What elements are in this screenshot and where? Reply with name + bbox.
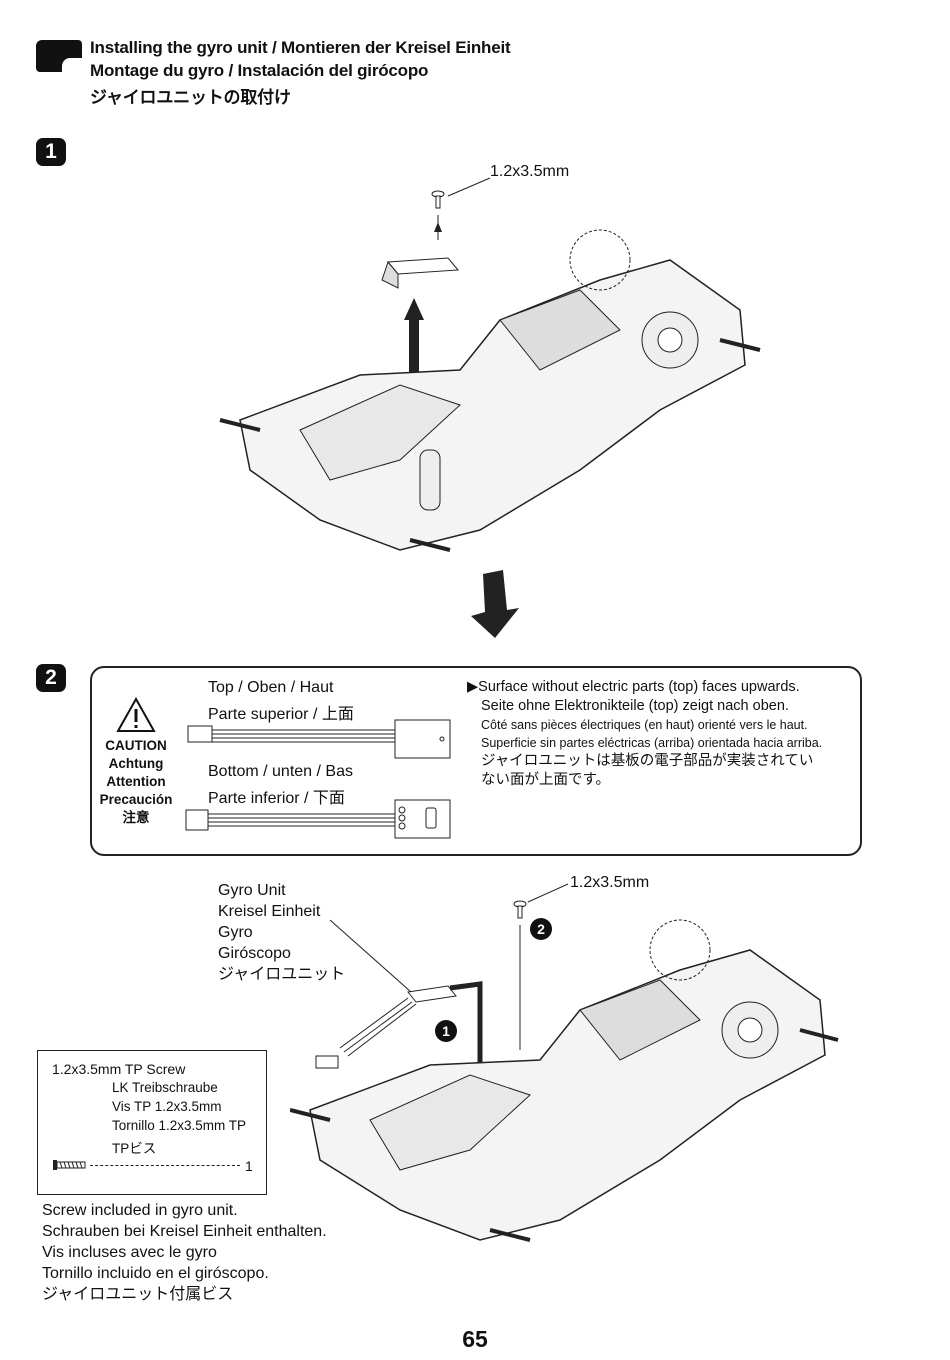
- page-number: 65: [462, 1326, 488, 1352]
- caution-label-en: CAUTION: [105, 738, 167, 753]
- top-label-es-jp: Parte superior / 上面: [208, 706, 354, 723]
- note-es: Superficie sin partes eléctricas (arriba…: [481, 736, 823, 750]
- section-tab-icon: [36, 40, 82, 74]
- note-jp-2: ない面が上面です。: [481, 772, 611, 788]
- gyro-unit-labels: Gyro Unit Kreisel Einheit Gyro Giróscopo…: [218, 880, 345, 985]
- screw-side-icon: [53, 1160, 86, 1170]
- caution-labels: CAUTION Achtung Attention Precaución 注意: [96, 737, 176, 827]
- note-de: Seite ohne Elektronikteile (top) zeigt n…: [481, 698, 789, 714]
- caution-panel: [90, 666, 862, 856]
- chassis-illustration-step2: [290, 883, 839, 1242]
- bottom-label: Bottom / unten / Bas: [208, 763, 353, 780]
- footnote-es: Tornillo incluido en el giróscopo.: [42, 1265, 269, 1282]
- footnote-de: Schrauben bei Kreisel Einheit enthalten.: [42, 1223, 327, 1240]
- screw-footnote: Screw included in gyro unit. Schrauben b…: [42, 1200, 327, 1305]
- parts-name-es: Tornillo 1.2x3.5mm TP: [112, 1118, 247, 1133]
- gyro-label-es: Giróscopo: [218, 945, 291, 962]
- footnote-jp: ジャイロユニット付属ビス: [42, 1286, 234, 1303]
- caution-label-fr: Attention: [106, 774, 166, 789]
- step1-screw-label: 1.2x3.5mm: [490, 163, 570, 180]
- caution-label-es: Precaución: [99, 792, 173, 807]
- gyro-top-bottom-diagram: [185, 719, 451, 839]
- section-title-fr-es: Montage du gyro / Instalación del giróco…: [90, 61, 429, 80]
- section-title-en-de: Installing the gyro unit / Montieren der…: [90, 38, 511, 57]
- callout-2: 2: [530, 918, 552, 940]
- caution-label-de: Achtung: [108, 756, 164, 771]
- screw-icon: [513, 900, 527, 919]
- note-jp-1: ジャイロユニットは基板の電子部品が実装されてい: [481, 753, 814, 769]
- gyro-label-jp: ジャイロユニット: [218, 966, 346, 983]
- orientation-notes: ▶Surface without electric parts (top) fa…: [467, 678, 857, 790]
- quantity-leader: [90, 1165, 240, 1166]
- gyro-label-de: Kreisel Einheit: [218, 903, 321, 920]
- top-label: Top / Oben / Haut: [208, 679, 334, 696]
- parts-box: [37, 1050, 267, 1195]
- screw-icon: [431, 190, 445, 209]
- step2-screw-label: 1.2x3.5mm: [570, 874, 650, 891]
- gyro-label-en: Gyro Unit: [218, 882, 286, 899]
- chassis-illustration-step1: [219, 177, 761, 552]
- gyro-label-fr: Gyro: [218, 924, 253, 941]
- section-title-jp: ジャイロユニットの取付け: [90, 88, 291, 107]
- callout-1: 1: [435, 1020, 457, 1042]
- gyro-top-view: [187, 719, 451, 759]
- note-fr: Côté sans pièces électriques (en haut) o…: [481, 718, 808, 732]
- parts-name-en: 1.2x3.5mm TP Screw: [52, 1061, 186, 1077]
- footnote-fr: Vis incluses avec le gyro: [42, 1244, 217, 1261]
- parts-name-jp: TPビス: [112, 1141, 157, 1156]
- footnote-en: Screw included in gyro unit.: [42, 1202, 238, 1219]
- down-arrow-icon: [471, 570, 519, 638]
- note-en: ▶Surface without electric parts (top) fa…: [467, 679, 800, 695]
- warning-triangle-icon: [116, 697, 156, 732]
- parts-name-fr: Vis TP 1.2x3.5mm: [112, 1099, 222, 1114]
- bottom-label-es-jp: Parte inferior / 下面: [208, 790, 345, 807]
- gyro-bottom-view: [185, 799, 451, 839]
- step-2-badge: 2: [36, 664, 66, 692]
- parts-quantity: 1: [245, 1158, 253, 1174]
- caution-label-jp: 注意: [122, 810, 150, 825]
- parts-name-de: LK Treibschraube: [112, 1080, 218, 1095]
- step-1-badge: 1: [36, 138, 66, 166]
